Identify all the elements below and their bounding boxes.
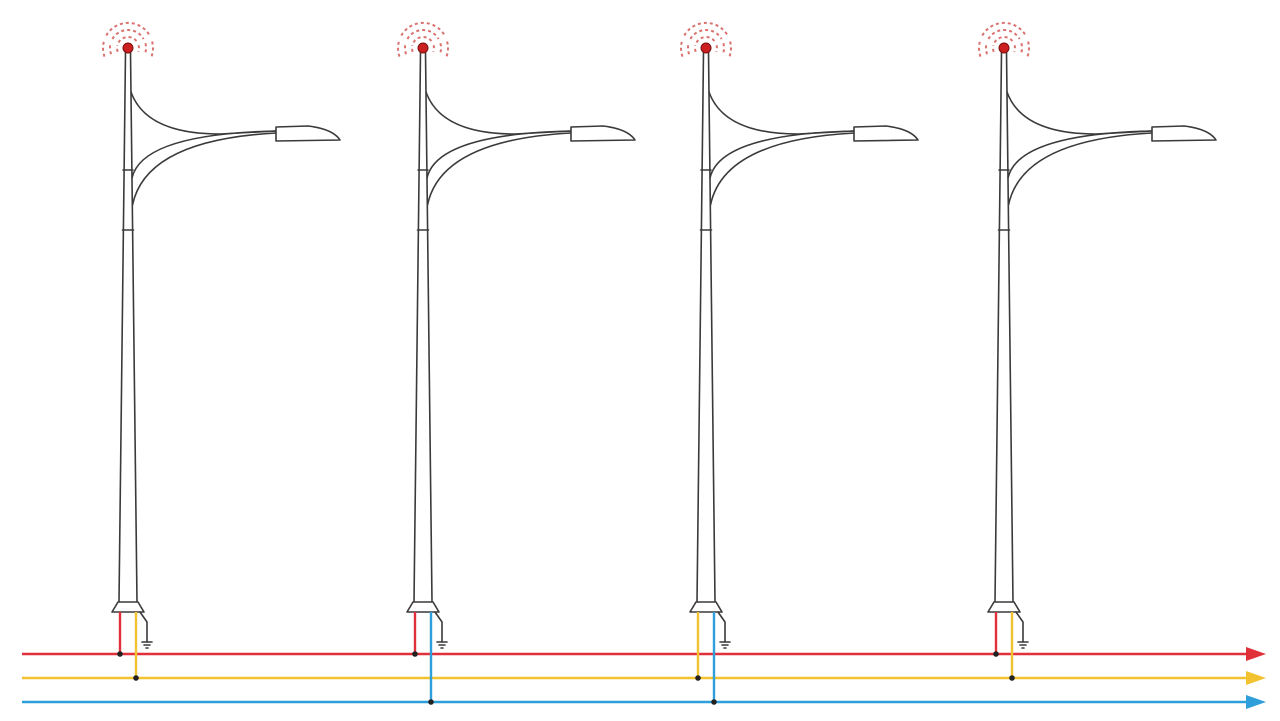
pole-base xyxy=(987,601,1021,613)
ground-symbol-icon xyxy=(1015,611,1029,649)
lamp-head xyxy=(275,125,341,142)
pole-joint xyxy=(416,169,430,231)
lamp-head xyxy=(1151,125,1217,142)
wireless-beacon-icon xyxy=(680,21,732,57)
wireless-beacon-icon xyxy=(102,21,154,57)
pole-joint xyxy=(699,169,713,231)
lamp-head xyxy=(853,125,919,142)
bus-lines xyxy=(22,647,1266,709)
wireless-beacon-icon xyxy=(397,21,449,57)
pole-base xyxy=(406,601,440,613)
pole-2 xyxy=(397,21,636,705)
upper-arm xyxy=(1006,91,1153,135)
arrow-head-icon xyxy=(1246,647,1266,661)
junction-dot xyxy=(428,699,434,705)
pole-joint xyxy=(121,169,135,231)
ground-symbol-icon xyxy=(434,611,448,649)
arrow-head-icon xyxy=(1246,671,1266,685)
lamp-head xyxy=(570,125,636,142)
junction-dot xyxy=(993,651,999,657)
lower-arm xyxy=(131,130,277,206)
pole-4 xyxy=(978,21,1217,681)
pole-shaft xyxy=(118,51,138,603)
junction-dot xyxy=(695,675,701,681)
lower-arm xyxy=(1007,130,1153,206)
pole-1 xyxy=(102,21,341,681)
upper-arm xyxy=(425,91,572,135)
pole-base xyxy=(689,601,723,613)
ground-symbol-icon xyxy=(139,611,153,649)
pole-base xyxy=(111,601,145,613)
arrow-head-icon xyxy=(1246,695,1266,709)
poles xyxy=(102,21,1217,705)
wireless-beacon-icon xyxy=(978,21,1030,57)
junction-dot xyxy=(711,699,717,705)
pole-shaft xyxy=(696,51,716,603)
junction-dot xyxy=(117,651,123,657)
lower-arm xyxy=(709,130,855,206)
pole-shaft xyxy=(413,51,433,603)
upper-arm xyxy=(708,91,855,135)
pole-3 xyxy=(680,21,919,705)
bus-red xyxy=(22,647,1266,661)
upper-arm xyxy=(130,91,277,135)
junction-dot xyxy=(133,675,139,681)
junction-dot xyxy=(412,651,418,657)
bus-blue xyxy=(22,695,1266,709)
pole-joint xyxy=(997,169,1011,231)
lower-arm xyxy=(426,130,572,206)
junction-dot xyxy=(1009,675,1015,681)
ground-symbol-icon xyxy=(717,611,731,649)
pole-shaft xyxy=(994,51,1014,603)
bus-yellow xyxy=(22,671,1266,685)
